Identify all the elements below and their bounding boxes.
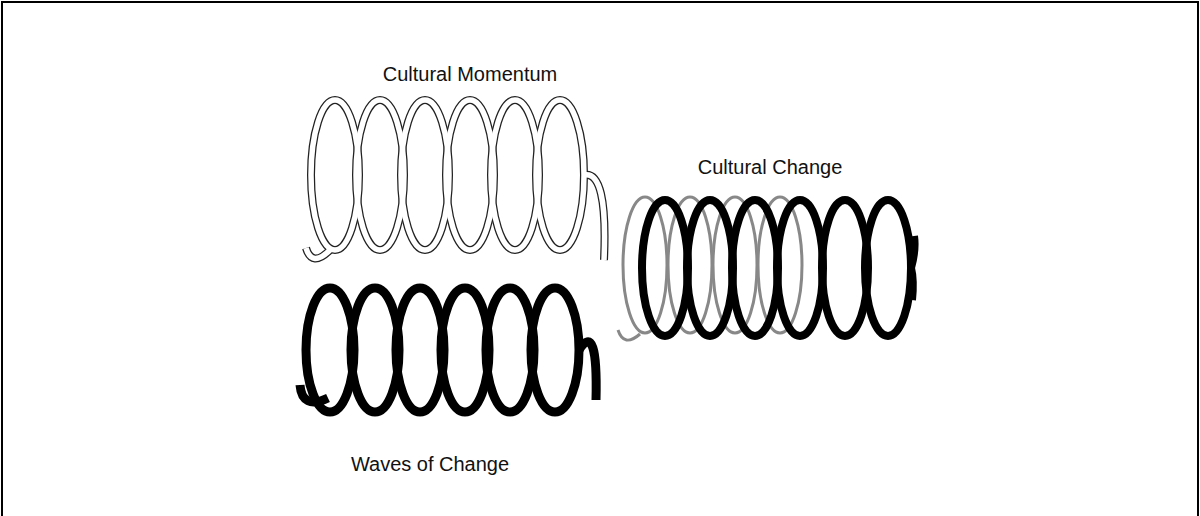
spring-label: Cultural Change (698, 155, 843, 179)
spring-label: Waves of Change (351, 452, 509, 476)
white-spring (306, 100, 605, 260)
black-spring (300, 288, 596, 412)
spring-label: Cultural Momentum (383, 62, 558, 86)
black-spring (642, 200, 915, 336)
